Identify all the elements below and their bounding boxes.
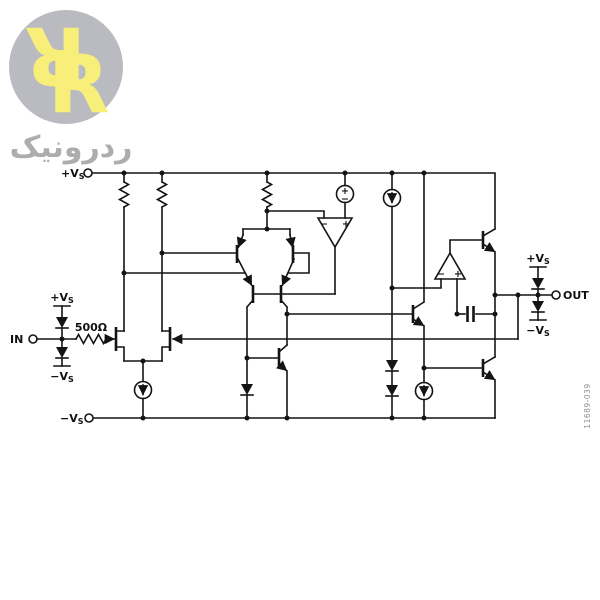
buffer-transistor-q5	[411, 172, 426, 369]
positive-supply-rail: +VS	[61, 167, 496, 230]
junction-dots	[59, 170, 541, 421]
logo-monogram-r-rotated-icon: R	[24, 9, 86, 102]
vplus-label: +VS	[61, 167, 85, 181]
diode-icon	[532, 278, 544, 289]
rin-label: 500Ω	[75, 321, 108, 334]
out-label: OUT	[563, 289, 589, 302]
output-node: OUT	[171, 289, 589, 345]
diode-icon	[56, 317, 68, 328]
error-amplifier-top: − +	[266, 210, 354, 295]
input-pair-left-transistor	[114, 327, 125, 362]
clamp-vplus-label: +VS	[526, 252, 550, 266]
diode-icon	[532, 301, 544, 312]
diode-d1	[240, 357, 254, 419]
opamp-icon	[316, 217, 354, 249]
input-series-resistor-500ohm: 500Ω	[75, 321, 116, 346]
opamp-plus-input-sign: +	[342, 219, 350, 230]
vsource-minus-sign: −	[341, 194, 349, 205]
vminus-terminal	[84, 413, 94, 423]
input-terminal: IN	[10, 333, 77, 346]
negative-supply-rail: −VS	[60, 412, 496, 426]
bias-current-source-cs1	[382, 172, 442, 361]
opamp-plus-input-sign: +	[454, 269, 462, 280]
input-pair-right-transistor	[161, 327, 172, 362]
logo-wordmark: ردرونیک	[10, 130, 133, 165]
output-error-amplifier: − +	[433, 239, 484, 280]
opamp-minus-input-sign: −	[437, 269, 445, 280]
bias-diodes-d2-d3	[385, 360, 399, 419]
vsource-plus-sign: +	[341, 186, 349, 197]
figure-number: 11689-039	[583, 383, 592, 428]
offset-voltage-source: + −	[335, 172, 355, 219]
out-terminal	[551, 290, 561, 300]
vminus-label: −VS	[60, 412, 84, 426]
logo-circle	[9, 10, 123, 124]
clamp-vplus-label: +VS	[50, 291, 74, 305]
output-transistor-bottom-q8	[423, 355, 497, 419]
bias-resistor-r1	[117, 172, 131, 332]
vplus-terminal	[83, 168, 93, 178]
compensation-capacitor	[456, 278, 496, 322]
opamp-minus-input-sign: −	[320, 219, 328, 230]
logo-monogram-r-icon: R	[48, 38, 110, 131]
input-clamp-diodes: +VS −VS	[50, 291, 74, 384]
input-pair-tail-current-source	[123, 360, 163, 419]
opamp-icon	[433, 251, 467, 280]
clamp-vminus-label: −VS	[526, 324, 550, 338]
brand-logo: R R ردرونیک	[9, 9, 132, 165]
buffer-bias-current-source	[414, 367, 434, 419]
in-label: IN	[10, 333, 23, 346]
driver-transistor-q6	[246, 343, 289, 419]
clamp-vminus-label: −VS	[50, 370, 74, 384]
diode-icon	[56, 347, 68, 358]
output-transistor-top-q7	[481, 227, 497, 358]
diode-icon	[386, 385, 398, 396]
diode-icon	[241, 384, 253, 395]
diode-icon	[386, 360, 398, 371]
bias-resistor-r3	[260, 172, 274, 230]
output-clamp-diodes: +VS −VS	[526, 252, 550, 338]
